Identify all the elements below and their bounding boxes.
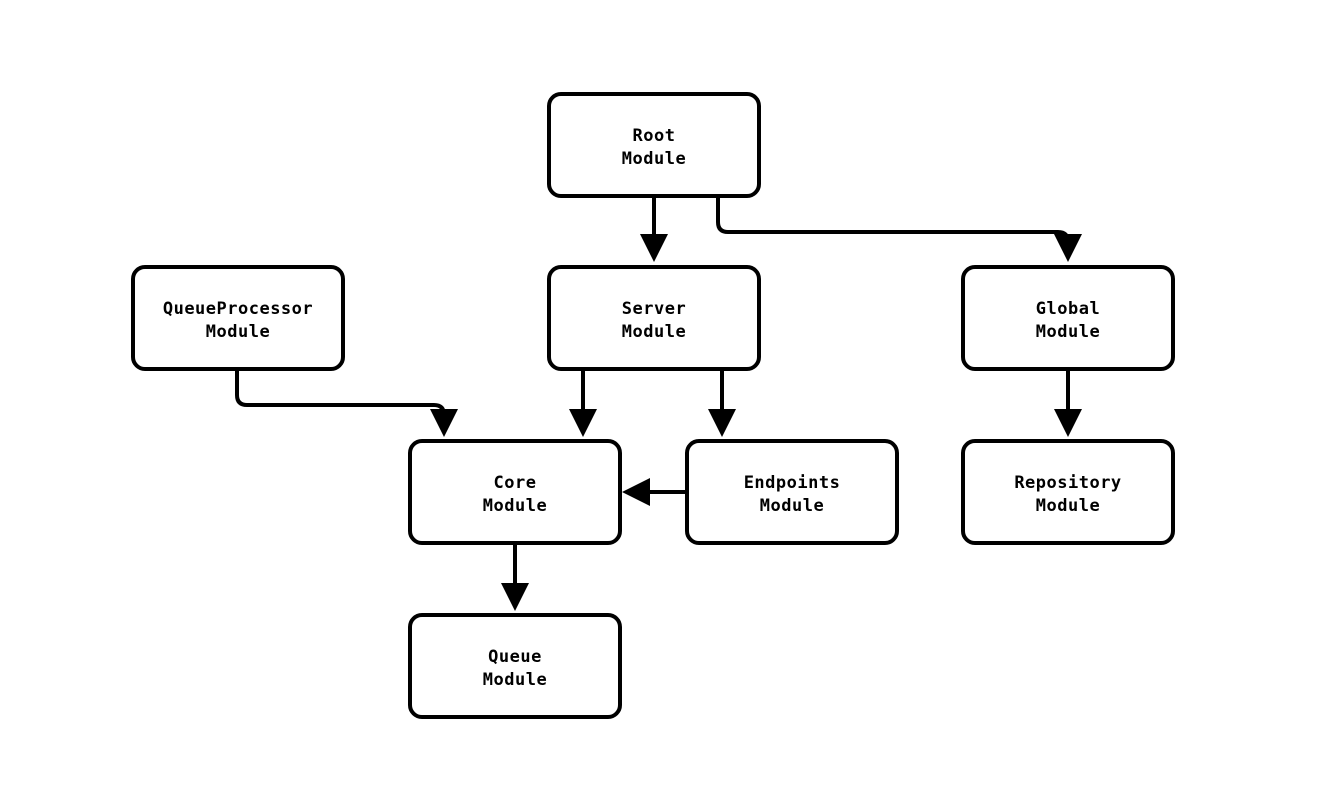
edge-global-to-repository <box>1054 369 1082 437</box>
node-label-line2: Module <box>1036 322 1100 342</box>
edge-core-to-queue <box>501 543 529 611</box>
edge-server-to-endpoints <box>708 369 736 437</box>
node-server-module[interactable]: Server Module <box>547 265 761 371</box>
node-label-line1: Server <box>622 299 686 319</box>
node-label-line1: Repository <box>1014 473 1121 493</box>
node-label-line2: Module <box>483 496 547 516</box>
node-label-line2: Module <box>206 322 270 342</box>
node-label-line2: Module <box>1036 496 1100 516</box>
edge-line <box>235 369 446 418</box>
node-core-module[interactable]: Core Module <box>408 439 622 545</box>
node-label-line1: Root <box>633 126 676 146</box>
arrowhead-icon <box>708 409 736 437</box>
node-box[interactable] <box>408 439 622 545</box>
edge-layer <box>235 196 1082 611</box>
edge-server-to-core <box>569 369 597 437</box>
node-global-module[interactable]: Global Module <box>961 265 1175 371</box>
node-label-line1: Queue <box>488 647 542 667</box>
node-layer: Root Module QueueProcessor Module Server… <box>131 92 1175 719</box>
arrowhead-icon <box>501 583 529 611</box>
arrowhead-icon <box>1054 234 1082 262</box>
node-box[interactable] <box>131 265 345 371</box>
edge-root-to-server <box>640 196 668 262</box>
node-label-line1: Core <box>494 473 537 493</box>
edge-queueprocessor-to-core <box>235 369 458 437</box>
edge-endpoints-to-core <box>622 478 687 506</box>
arrowhead-icon <box>1054 409 1082 437</box>
node-label-line2: Module <box>483 670 547 690</box>
node-box[interactable] <box>408 613 622 719</box>
node-label-line2: Module <box>622 149 686 169</box>
node-box[interactable] <box>547 92 761 198</box>
arrowhead-icon <box>640 234 668 262</box>
node-label-line1: QueueProcessor <box>163 299 313 319</box>
node-label-line1: Endpoints <box>744 473 841 493</box>
node-root-module[interactable]: Root Module <box>547 92 761 198</box>
node-label-line2: Module <box>760 496 824 516</box>
node-box[interactable] <box>685 439 899 545</box>
node-label-line2: Module <box>622 322 686 342</box>
edge-line <box>716 196 1070 244</box>
node-label-line1: Global <box>1036 299 1100 319</box>
node-endpoints-module[interactable]: Endpoints Module <box>685 439 899 545</box>
node-queueprocessor-module[interactable]: QueueProcessor Module <box>131 265 345 371</box>
arrowhead-icon <box>622 478 650 506</box>
node-box[interactable] <box>961 265 1175 371</box>
node-box[interactable] <box>961 439 1175 545</box>
node-repository-module[interactable]: Repository Module <box>961 439 1175 545</box>
arrowhead-icon <box>569 409 597 437</box>
node-box[interactable] <box>547 265 761 371</box>
node-queue-module[interactable]: Queue Module <box>408 613 622 719</box>
arrowhead-icon <box>430 409 458 437</box>
edge-root-to-global <box>716 196 1082 262</box>
